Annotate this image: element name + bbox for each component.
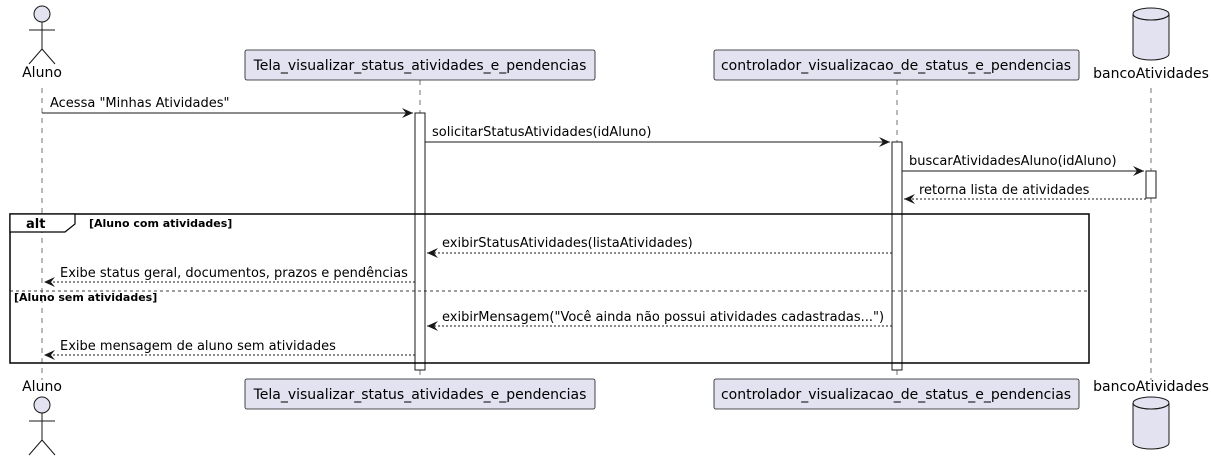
participant-name: Aluno	[22, 65, 62, 81]
message-label: Exibe status geral, documentos, prazos e…	[60, 266, 408, 281]
participant-name: controlador_visualizacao_de_status_e_pen…	[721, 387, 1071, 403]
message-4-return: retorna lista de atividades	[904, 183, 1146, 204]
activation-banco	[1145, 170, 1157, 199]
actor-aluno-top: Aluno	[22, 5, 62, 81]
message-3: buscarAtividadesAluno(idAluno)	[902, 154, 1144, 176]
message-label: buscarAtividadesAluno(idAluno)	[909, 154, 1117, 169]
participant-controlador-bottom: controlador_visualizacao_de_status_e_pen…	[713, 378, 1080, 410]
message-7-return: exibirMensagem("Você ainda não possui at…	[427, 310, 892, 331]
participant-name: bancoAtividades	[1093, 66, 1209, 82]
message-label: Exibe mensagem de aluno sem atividades	[60, 339, 336, 354]
participant-name: bancoAtividades	[1093, 379, 1209, 395]
participant-name: Tela_visualizar_status_atividades_e_pend…	[253, 387, 587, 403]
message-2: solicitarStatusAtividades(idAluno)	[425, 125, 890, 147]
alt-keyword: alt	[26, 217, 45, 232]
message-label: exibirMensagem("Você ainda não possui at…	[442, 310, 884, 325]
message-6-return: Exibe status geral, documentos, prazos e…	[44, 266, 415, 287]
alt-fragment: alt [Aluno com atividades] [Aluno sem at…	[9, 213, 1090, 364]
alt-guard-2: [Aluno sem atividades]	[14, 291, 157, 304]
participant-name: Tela_visualizar_status_atividades_e_pend…	[253, 58, 587, 74]
participant-name: controlador_visualizacao_de_status_e_pen…	[721, 58, 1071, 74]
participant-name: Aluno	[22, 379, 62, 395]
participant-controlador-top: controlador_visualizacao_de_status_e_pen…	[713, 49, 1080, 81]
message-1: Acessa "Minhas Atividades"	[42, 96, 413, 118]
alt-guard-1: [Aluno com atividades]	[89, 217, 232, 230]
message-8-return: Exibe mensagem de aluno sem atividades	[44, 339, 415, 360]
message-label: Acessa "Minhas Atividades"	[50, 96, 230, 111]
message-5-return: exibirStatusAtividades(listaAtividades)	[427, 236, 892, 258]
message-label: exibirStatusAtividades(listaAtividades)	[442, 236, 693, 251]
activation-controlador	[891, 141, 903, 371]
message-label: retorna lista de atividades	[919, 183, 1090, 198]
actor-aluno-bottom: Aluno	[22, 379, 62, 456]
participant-tela-bottom: Tela_visualizar_status_atividades_e_pend…	[244, 378, 596, 410]
message-label: solicitarStatusAtividades(idAluno)	[432, 125, 651, 140]
database-banco-bottom: bancoAtividades	[1093, 379, 1209, 450]
database-banco-top: bancoAtividades	[1093, 7, 1209, 82]
participant-tela-top: Tela_visualizar_status_atividades_e_pend…	[244, 49, 596, 81]
activation-tela	[414, 112, 426, 371]
